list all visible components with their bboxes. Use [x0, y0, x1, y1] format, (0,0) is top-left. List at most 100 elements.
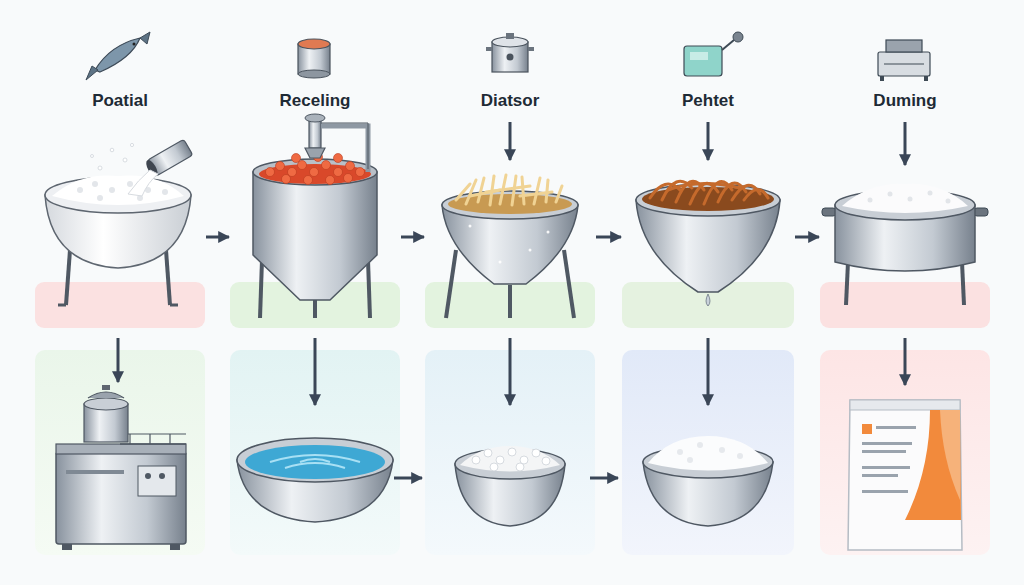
lidded-pot-icon	[528, 47, 534, 51]
powder-bowl	[687, 457, 693, 463]
hopper	[469, 225, 472, 228]
hopper	[442, 122, 578, 318]
machine-icon	[924, 76, 928, 81]
cooking-pot	[962, 262, 964, 305]
granule-bowl	[472, 448, 550, 471]
mixing-bowl	[66, 250, 70, 305]
steel-tank	[282, 175, 291, 184]
steel-tank	[368, 260, 370, 318]
control-box-icon	[684, 32, 743, 76]
processing-machine	[84, 398, 128, 410]
mixing-bowl	[77, 187, 83, 193]
mixing-bowl	[162, 189, 168, 195]
down-arrow	[707, 338, 710, 405]
hopper	[547, 231, 550, 234]
steel-tank	[310, 168, 319, 177]
steel-tank	[321, 126, 368, 172]
cooking-pot	[822, 122, 988, 305]
funnel-bowl	[668, 183, 740, 190]
processing-machine	[66, 470, 124, 474]
down-arrow	[509, 338, 512, 405]
fish-icon	[86, 66, 98, 80]
granule-bowl	[516, 463, 524, 471]
hopper	[499, 261, 502, 264]
mixing-bowl	[110, 148, 114, 152]
hopper	[478, 178, 484, 202]
mixing-bowl	[170, 304, 178, 307]
control-box-icon	[722, 40, 734, 50]
cooking-pot	[974, 208, 988, 216]
flow-arrow	[590, 477, 618, 480]
machine-icon	[884, 64, 924, 65]
water-bowl	[300, 459, 330, 462]
steel-tank	[305, 114, 325, 122]
process-stage: Duming	[820, 30, 990, 330]
steel-tank	[266, 168, 275, 177]
cooking-pot	[822, 208, 836, 216]
fish-icon	[140, 32, 150, 44]
mixing-bowl	[128, 170, 158, 196]
powder-bowl	[648, 436, 768, 471]
hopper	[546, 180, 548, 202]
steel-tank	[344, 174, 353, 183]
cooking-pot	[888, 192, 893, 197]
hopper	[469, 225, 550, 264]
granule-bowl	[484, 449, 492, 457]
down-arrow	[904, 338, 907, 385]
steel-tank	[322, 161, 331, 170]
fish-icon	[95, 38, 140, 72]
stage-heading: Duming	[869, 90, 940, 112]
mixing-bowl	[92, 181, 98, 187]
mixing-bowl	[98, 166, 102, 170]
mixing-bowl	[91, 155, 94, 158]
granule-bowl	[542, 457, 550, 465]
steel-tank	[253, 172, 377, 300]
mixing-bowl	[58, 304, 66, 307]
product-bag	[862, 426, 916, 493]
product-bag	[876, 426, 916, 429]
mixing-bowl	[123, 158, 127, 162]
funnel-bowl	[706, 294, 710, 306]
lidded-pot-icon	[507, 54, 514, 61]
mixing-bowl	[91, 143, 134, 170]
mixing-bowl	[97, 195, 103, 201]
mixing-bowl	[130, 143, 133, 146]
pot-icon	[298, 70, 330, 78]
hopper	[509, 122, 512, 160]
flow-arrow	[795, 236, 819, 239]
water-bowl	[245, 445, 385, 479]
lidded-pot-icon	[486, 47, 492, 51]
product-bag	[862, 490, 908, 493]
mixing-bowl	[52, 175, 184, 205]
granule-bowl	[455, 446, 565, 526]
granule-bowl	[496, 456, 504, 464]
result-panel	[35, 350, 990, 555]
processing-machine	[145, 473, 151, 479]
steel-tank	[326, 176, 335, 185]
granule-bowl	[460, 446, 560, 472]
powder-bowl	[719, 447, 725, 453]
control-box-icon	[690, 52, 708, 60]
hopper	[456, 175, 562, 205]
stage-pad	[35, 282, 205, 328]
steel-tank	[346, 162, 355, 171]
mixing-bowl	[166, 250, 170, 305]
hopper	[470, 190, 500, 196]
processing-machine	[125, 434, 186, 444]
pot-icon	[298, 39, 330, 78]
product-bag	[862, 424, 872, 434]
stage-heading: Poatial	[88, 90, 152, 112]
process-stage: Receling	[230, 30, 400, 330]
cooking-pot	[946, 199, 951, 204]
mixing-bowl	[45, 139, 193, 305]
process-stage: Pehtet	[622, 30, 794, 330]
funnel-bowl	[636, 184, 780, 216]
cooking-pot	[846, 262, 848, 305]
product-bag	[848, 400, 962, 550]
product-bag	[862, 466, 910, 469]
cooking-pot	[868, 191, 951, 204]
mixing-bowl	[127, 181, 133, 187]
processing-machine	[102, 385, 110, 390]
